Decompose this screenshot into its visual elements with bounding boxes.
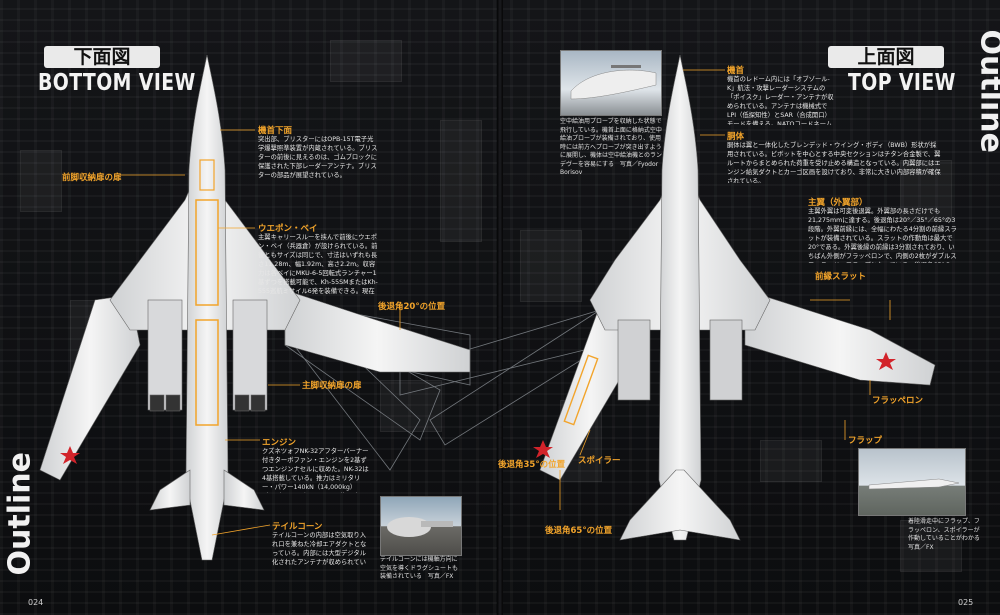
top-fuselage (658, 54, 702, 541)
bottom-left-nacelle (147, 299, 183, 411)
weapon-bay-forward (195, 199, 219, 306)
page-gutter (497, 0, 503, 615)
callout-label-main-gear-door: 主脚収納扉の扉 (302, 381, 362, 391)
callout-label-nose-underside: 機首下面 (258, 126, 293, 136)
bottom-view-aircraft (39, 54, 471, 561)
star-insignia (60, 446, 80, 464)
callout-label-nose-gear-door: 前脚収納扉の扉 (62, 173, 122, 183)
callout-text-weapon-bay: 主翼キャリースルーを挟んで前後にウエポン・ベイ（兵器倉）が設けられている。前後と… (258, 234, 378, 295)
callout-label-flaperon: フラッペロン (872, 396, 924, 406)
refuel-probe-photo-caption: 空中給油用プローブを収納した状態で飛行している。機首上面に格納式空中給油プローブ… (560, 118, 662, 176)
callout-label-flap: フラップ (848, 436, 883, 446)
tail-cone-photo (380, 496, 462, 556)
right-page-number: 025 (958, 598, 974, 607)
bottom-right-nacelle (232, 299, 268, 411)
bottom-right-wing (284, 289, 471, 373)
callout-label-sweep-35: 後退角35°の位置 (498, 460, 566, 470)
callout-label-sweep-20: 後退角20°の位置 (378, 302, 446, 312)
right-title-ja: 上面図 (828, 46, 944, 68)
callout-label-engine: エンジン (262, 438, 297, 448)
left-title-en: BOTTOM VIEW (38, 70, 196, 96)
refuel-probe-photo (560, 50, 662, 116)
tail-cone-photo-caption: テイルコーンには機軸方向に空気を導くドラグシュートも装備されている 写真／FX (380, 556, 459, 580)
bottom-right-tailplane (223, 469, 265, 511)
left-title-ja: 下面図 (44, 46, 160, 68)
callout-leader-lines (120, 69, 891, 536)
top-left-nacelle (617, 319, 651, 401)
callout-label-spoiler: スポイラー (578, 456, 621, 466)
callout-text-fuselage: 胴体は翼と一体化したブレンデッド・ウイング・ボディ（BWB）形状が採用されている… (727, 142, 941, 183)
star-insignia (533, 440, 553, 458)
callout-text-tail-cone: テイルコーンの内部は空気取り入れ口を兼ねた冷却エアダクトとなっている。内部には大… (272, 532, 367, 566)
top-tail (619, 469, 741, 541)
callout-label-nose: 機首 (727, 66, 745, 76)
top-view-aircraft (533, 54, 936, 541)
landing-photo (858, 448, 966, 516)
callout-text-nose-underside: 突出部、ブリスターにはOPB-15T電子光学爆撃照準装置が内蔵されている。ブリス… (258, 136, 378, 179)
bottom-fuselage (185, 54, 229, 561)
nose-gear-door (199, 159, 215, 191)
landing-photo-caption: 着陸滑走中にフラップ、フラッペロン、スポイラーが作動していることがわかる 写真／… (908, 518, 986, 551)
left-outline-heading: Outline (2, 452, 38, 576)
callout-text-engine: クズネツォフNK-32アフターバーナー付きターボファン・エンジンを2基ずつエンジ… (262, 448, 369, 491)
star-insignia (876, 352, 896, 370)
right-title-en: TOP VIEW (848, 70, 956, 96)
top-right-nacelle (709, 319, 743, 401)
bottom-left-wing (39, 294, 141, 481)
callout-label-tail-cone: テイルコーン (272, 522, 323, 532)
spoiler-outline (563, 354, 599, 426)
callout-label-fuselage: 胴体 (727, 132, 745, 142)
callout-label-leading-edge-slat: 前縁スラット (815, 272, 867, 282)
weapon-bay-aft (195, 319, 219, 426)
callout-text-nose: 機首のレドーム内には「オブゾール-K」航法・攻撃レーダーシステムの「ポイスク」レ… (727, 76, 834, 125)
top-right-wing (744, 289, 936, 386)
bottom-left-tailplane (149, 469, 191, 511)
callout-label-sweep-65: 後退角65°の位置 (545, 526, 613, 536)
callout-label-weapon-bay: ウエポン・ベイ (258, 224, 318, 234)
left-page-number: 024 (28, 598, 44, 607)
right-outline-heading: Outline (973, 29, 1000, 153)
callout-label-outer-wing: 主翼（外翼部） (808, 198, 868, 208)
callout-text-outer-wing: 主翼外翼は可変後退翼。外翼部の長さだけでも21,275mmに達する。後退角は20… (808, 208, 957, 263)
